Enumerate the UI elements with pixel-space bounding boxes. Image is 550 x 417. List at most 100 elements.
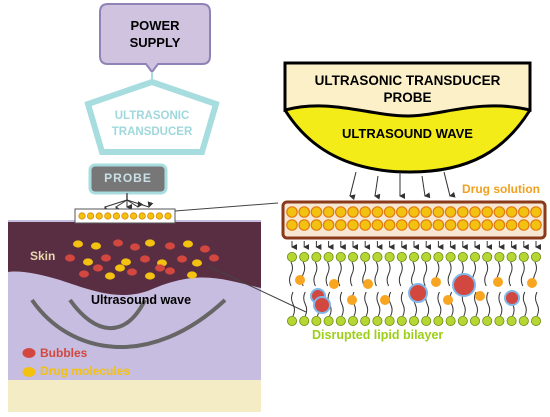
reservoir-dots-right [286,206,542,231]
drug-solution-label: Drug solution [462,182,540,196]
lipid-tail [339,291,344,317]
lipid-head [384,315,395,326]
lipid-head [335,315,346,326]
transducer-line2: TRANSDUCER [111,126,193,138]
ultrasound-wave-right-label: ULTRASOUND WAVE [342,126,473,141]
reservoir-dot [530,206,542,218]
lipid-head [408,251,419,262]
reservoir-dot [95,212,103,220]
lipid-tail [447,261,452,287]
bubble [452,273,476,297]
lipid-tail [474,291,478,317]
reservoir-dot [298,219,310,231]
lipid-head [421,315,432,326]
reservoir-dot [121,212,129,220]
lipid-head [360,251,371,262]
reservoir-dot [359,206,371,218]
reservoir-dot [371,219,384,231]
drug-molecule [115,264,125,272]
disrupted-bilayer-label: Disrupted lipid bilayer [312,328,444,342]
lipid-tail [325,261,330,287]
power-supply-shape [99,3,211,74]
bubble [165,267,175,275]
lipid-head [311,251,322,262]
reservoir-dot [112,212,121,220]
ultrasound-arc-outer [30,298,227,349]
bubble [65,254,75,262]
reservoir-dot [322,206,335,218]
reservoir-dot [456,219,469,231]
bubble-legend-icon [22,348,36,358]
reservoir-dot [78,212,86,220]
lipid-head [396,251,407,262]
bubble [177,255,187,263]
reservoir-dot [432,206,445,218]
diffusion-arrows [291,241,541,250]
lipid-tail [362,261,367,287]
reservoir-dot [420,206,432,218]
lipid-head [506,251,517,262]
right-probe-line1: ULTRASONIC TRANSDUCER [314,73,501,88]
reservoir-dot [469,219,481,231]
reservoir-dot [347,206,359,218]
bubble [113,239,123,247]
sand-layer [8,380,261,412]
drug-molecule [363,279,373,289]
lipid-head [335,251,346,262]
lipid-tail [303,291,308,317]
reservoir-dot [359,219,371,231]
bubble [200,245,210,253]
bubble [408,283,428,303]
lipid-head [396,315,407,326]
lipid-head [299,315,310,326]
reservoir-dot [334,219,347,231]
ultrasound-arc-inner [68,298,147,331]
bubble [504,290,520,306]
lipid-head [372,251,383,262]
zoom-line-bottom [207,265,307,313]
reservoir-dot [371,206,384,218]
right-probe-header [283,61,532,118]
reservoir-dot [395,206,408,218]
reservoir-dots-left [78,212,172,220]
lipid-head [482,251,493,262]
drug-molecule [493,277,503,287]
lipid-tail [364,291,369,317]
right-probe-line2: PROBE [383,90,432,105]
drug-molecule [527,278,537,288]
drug-molecule [121,258,131,266]
lipid-tail [486,291,491,317]
drug-molecule [83,258,93,266]
bilayer-particles [295,273,537,314]
drug-molecule [73,240,83,248]
reservoir-dot [481,219,493,231]
reservoir-dot [383,206,396,218]
power-supply-line2: SUPPLY [129,35,181,50]
transducer-pentagon [84,78,220,155]
lipid-head [384,251,395,262]
skin-particles [65,239,219,280]
lipid-head [286,315,297,326]
lipid-head [360,315,371,326]
lipid-tail [291,291,295,317]
reservoir-dot [147,212,155,220]
drug-molecule [91,242,101,250]
drug-molecule [347,295,357,305]
lipid-head [494,315,505,326]
lipid-head [494,251,505,262]
lipid-tail [337,261,342,287]
reservoir-dot [517,219,530,231]
bubbles-label: Bubbles [40,346,88,360]
reservoir-dot [444,219,457,231]
lipid-bilayer [286,251,542,326]
drug-molecule [431,277,441,287]
zoom-line-top [174,202,279,212]
lipid-tail [374,261,379,287]
reservoir-dot [155,212,163,220]
lipid-head [469,315,480,326]
drug-molecule [443,295,453,305]
lipid-head [445,251,456,262]
reservoir-dot [104,212,112,220]
reservoir-dot [310,219,323,231]
reservoir-dot [420,219,432,231]
